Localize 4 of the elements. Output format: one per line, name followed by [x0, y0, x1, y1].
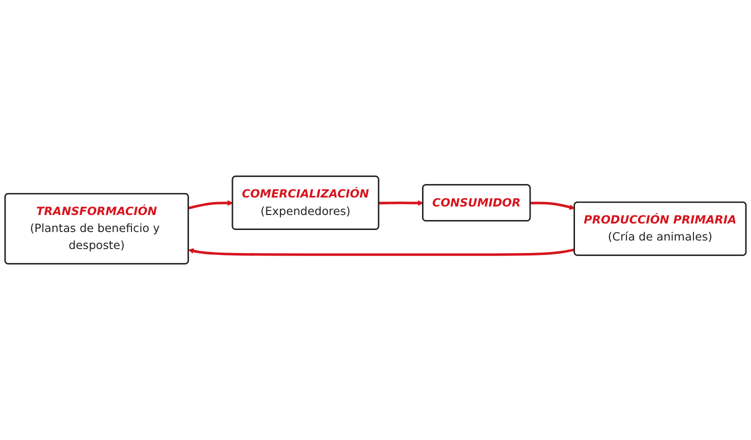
- arrow: [188, 200, 234, 210]
- arrow: [378, 200, 424, 206]
- arrow: [188, 248, 575, 256]
- arrow: [530, 202, 575, 210]
